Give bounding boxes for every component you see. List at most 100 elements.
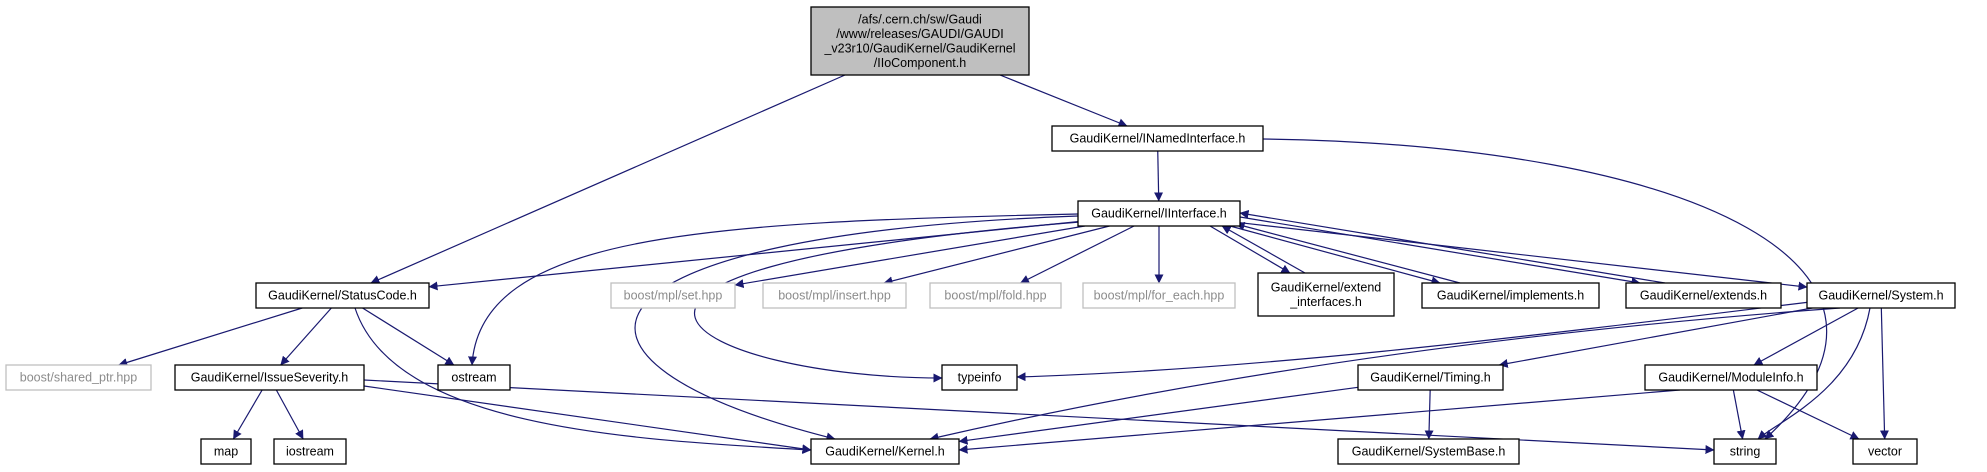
node-extendif[interactable]: GaudiKernel/extend_interfaces.h bbox=[1257, 272, 1395, 317]
edge-iinterface-to-mplinsert bbox=[883, 225, 1110, 286]
node-mplset[interactable]: boost/mpl/set.hpp bbox=[610, 282, 736, 309]
edge-statuscode-to-ostream bbox=[362, 307, 455, 366]
node-statuscode[interactable]: GaudiKernel/StatusCode.h bbox=[255, 282, 430, 309]
edge-system-to-moduleinfo bbox=[1753, 307, 1859, 366]
node-label-extendif: _interfaces.h bbox=[1289, 295, 1362, 309]
nodes-layer: /afs/.cern.ch/sw/Gaudi/www/releases/GAUD… bbox=[5, 6, 1956, 465]
node-label-map: map bbox=[214, 445, 238, 459]
node-label-extends: GaudiKernel/extends.h bbox=[1640, 289, 1767, 303]
node-system[interactable]: GaudiKernel/System.h bbox=[1806, 282, 1956, 309]
edge-moduleinfo-to-string bbox=[1732, 389, 1746, 440]
edge-iinterface-to-typeinfo bbox=[694, 221, 1081, 383]
node-string[interactable]: string bbox=[1713, 438, 1777, 465]
node-label-timing: GaudiKernel/Timing.h bbox=[1370, 371, 1490, 385]
node-box-inamed[interactable] bbox=[1051, 125, 1264, 152]
node-box-issue[interactable] bbox=[174, 364, 365, 391]
node-mplfold[interactable]: boost/mpl/fold.hpp bbox=[929, 282, 1062, 309]
edge-statuscode-to-kernel bbox=[354, 307, 812, 454]
edge-issue-to-kernel bbox=[363, 385, 812, 454]
node-vector[interactable]: vector bbox=[1852, 438, 1918, 465]
node-box-mplset[interactable] bbox=[610, 282, 736, 309]
edge-iinterface-to-system bbox=[1239, 222, 1808, 291]
node-box-systembase[interactable] bbox=[1337, 438, 1520, 465]
edge-iinterface-to-ostream bbox=[468, 213, 1079, 366]
node-box-mplforeach[interactable] bbox=[1082, 282, 1236, 309]
node-label-ostream: ostream bbox=[451, 371, 496, 385]
node-timing[interactable]: GaudiKernel/Timing.h bbox=[1357, 364, 1504, 391]
node-box-ostream[interactable] bbox=[437, 364, 511, 391]
edge-iinterface-to-implements bbox=[1229, 225, 1441, 286]
edge-inamed-to-iinterface bbox=[1154, 150, 1164, 202]
node-box-statuscode[interactable] bbox=[255, 282, 430, 309]
node-label-mplset: boost/mpl/set.hpp bbox=[624, 289, 723, 303]
edge-timing-to-systembase bbox=[1424, 389, 1434, 440]
edge-system-to-typeinfo bbox=[1016, 301, 1811, 382]
node-box-timing[interactable] bbox=[1357, 364, 1504, 391]
node-label-mplforeach: boost/mpl/for_each.hpp bbox=[1094, 289, 1225, 303]
edge-system-to-string bbox=[1757, 307, 1871, 440]
node-box-system[interactable] bbox=[1806, 282, 1956, 309]
edge-timing-to-kernel bbox=[958, 386, 1359, 445]
node-issue[interactable]: GaudiKernel/IssueSeverity.h bbox=[174, 364, 365, 391]
edge-root-to-statuscode bbox=[370, 74, 846, 284]
node-label-vector: vector bbox=[1868, 445, 1902, 459]
node-box-extendif[interactable] bbox=[1257, 272, 1395, 317]
node-extends[interactable]: GaudiKernel/extends.h bbox=[1625, 282, 1782, 309]
node-box-kernel[interactable] bbox=[810, 438, 960, 465]
node-systembase[interactable]: GaudiKernel/SystemBase.h bbox=[1337, 438, 1520, 465]
node-root[interactable]: /afs/.cern.ch/sw/Gaudi/www/releases/GAUD… bbox=[810, 6, 1030, 76]
node-box-root[interactable] bbox=[810, 6, 1030, 76]
node-iinterface[interactable]: GaudiKernel/IInterface.h bbox=[1077, 200, 1241, 227]
node-label-root: /afs/.cern.ch/sw/Gaudi bbox=[858, 12, 982, 26]
node-typeinfo[interactable]: typeinfo bbox=[941, 364, 1018, 391]
node-box-mplinsert[interactable] bbox=[762, 282, 907, 309]
node-sharedptr[interactable]: boost/shared_ptr.hpp bbox=[5, 364, 152, 391]
edges-layer bbox=[118, 74, 1889, 455]
node-box-vector[interactable] bbox=[1852, 438, 1918, 465]
node-label-inamed: GaudiKernel/INamedInterface.h bbox=[1070, 132, 1246, 146]
node-box-map[interactable] bbox=[200, 438, 252, 465]
node-label-root: _v23r10/GaudiKernel/GaudiKernel bbox=[823, 41, 1015, 55]
edge-moduleinfo-to-vector bbox=[1756, 389, 1860, 440]
edge-root-to-inamed bbox=[999, 74, 1128, 127]
node-label-sharedptr: boost/shared_ptr.hpp bbox=[20, 371, 137, 385]
edge-extends-to-iinterface bbox=[1239, 209, 1666, 284]
node-label-iinterface: GaudiKernel/IInterface.h bbox=[1091, 207, 1227, 221]
node-mplforeach[interactable]: boost/mpl/for_each.hpp bbox=[1082, 282, 1236, 309]
node-box-string[interactable] bbox=[1713, 438, 1777, 465]
edge-statuscode-to-issue bbox=[280, 307, 332, 366]
node-label-systembase: GaudiKernel/SystemBase.h bbox=[1352, 445, 1506, 459]
node-box-implements[interactable] bbox=[1421, 282, 1600, 309]
node-ostream[interactable]: ostream bbox=[437, 364, 511, 391]
node-label-kernel: GaudiKernel/Kernel.h bbox=[825, 445, 945, 459]
node-iostream[interactable]: iostream bbox=[273, 438, 347, 465]
node-label-system: GaudiKernel/System.h bbox=[1818, 289, 1943, 303]
node-implements[interactable]: GaudiKernel/implements.h bbox=[1421, 282, 1600, 309]
node-label-statuscode: GaudiKernel/StatusCode.h bbox=[268, 289, 417, 303]
node-label-iostream: iostream bbox=[286, 445, 334, 459]
node-map[interactable]: map bbox=[200, 438, 252, 465]
node-box-iostream[interactable] bbox=[273, 438, 347, 465]
edge-iinterface-to-mplset bbox=[734, 225, 1086, 289]
node-box-iinterface[interactable] bbox=[1077, 200, 1241, 227]
node-label-root: /www/releases/GAUDI/GAUDI bbox=[836, 27, 1003, 41]
node-kernel[interactable]: GaudiKernel/Kernel.h bbox=[810, 438, 960, 465]
edge-extendif-to-iinterface bbox=[1221, 225, 1306, 274]
node-label-typeinfo: typeinfo bbox=[958, 371, 1002, 385]
edge-issue-to-map bbox=[232, 389, 263, 440]
node-box-extends[interactable] bbox=[1625, 282, 1782, 309]
edge-system-to-vector bbox=[1879, 307, 1889, 440]
node-label-issue: GaudiKernel/IssueSeverity.h bbox=[191, 371, 349, 385]
edge-statuscode-to-sharedptr bbox=[118, 307, 303, 367]
node-mplinsert[interactable]: boost/mpl/insert.hpp bbox=[762, 282, 907, 309]
edge-implements-to-iinterface bbox=[1235, 221, 1461, 284]
node-box-typeinfo[interactable] bbox=[941, 364, 1018, 391]
node-moduleinfo[interactable]: GaudiKernel/ModuleInfo.h bbox=[1644, 364, 1818, 391]
node-box-sharedptr[interactable] bbox=[5, 364, 152, 391]
node-label-mplinsert: boost/mpl/insert.hpp bbox=[778, 289, 891, 303]
edge-moduleinfo-to-kernel bbox=[958, 389, 1681, 454]
node-box-moduleinfo[interactable] bbox=[1644, 364, 1818, 391]
node-inamed[interactable]: GaudiKernel/INamedInterface.h bbox=[1051, 125, 1264, 152]
node-box-mplfold[interactable] bbox=[929, 282, 1062, 309]
